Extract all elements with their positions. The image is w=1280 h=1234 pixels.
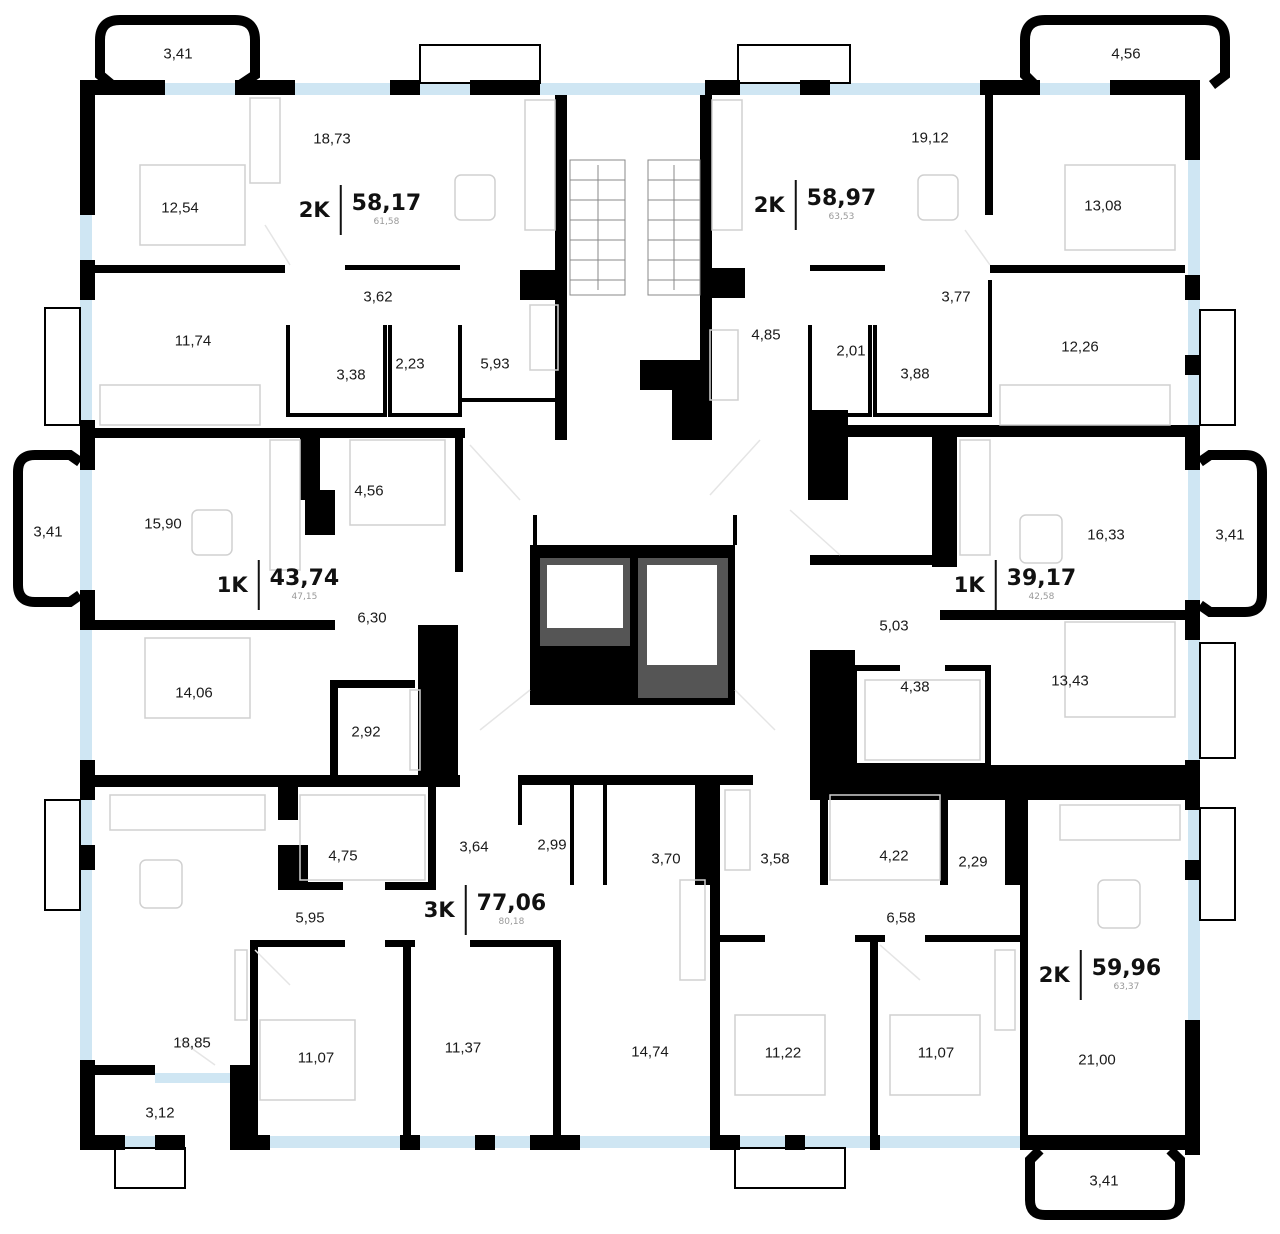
room-area: 3,58 [760, 850, 790, 868]
stairs [569, 159, 701, 296]
apartment-type: 2K [753, 193, 785, 217]
room-area: 3,64 [459, 838, 489, 856]
apartment-area: 43,74 [269, 566, 340, 591]
room-area: 2,99 [537, 836, 567, 854]
room-area: 11,07 [917, 1044, 955, 1062]
room-area: 12,54 [161, 199, 199, 217]
room-area: 14,06 [175, 684, 213, 702]
room-area: 4,56 [354, 482, 384, 500]
room-area: 19,12 [911, 129, 949, 147]
room-area: 5,95 [295, 909, 325, 927]
apartment-total: 63,53 [828, 212, 855, 222]
furniture [99, 97, 1181, 1101]
room-area: 3,88 [900, 365, 930, 383]
room-area: 4,56 [1111, 45, 1141, 63]
room-area: 3,38 [336, 366, 366, 384]
balconies [13, 15, 1267, 1220]
room-area: 3,12 [145, 1104, 175, 1122]
room-area: 3,41 [33, 523, 63, 541]
room-area: 2,01 [836, 342, 866, 360]
room-area: 2,92 [351, 723, 381, 741]
room-area: 3,41 [1215, 526, 1245, 544]
windows [80, 83, 1200, 1148]
room-area: 14,74 [631, 1043, 669, 1061]
divider [464, 885, 467, 935]
room-area: 4,75 [328, 847, 358, 865]
divider [257, 560, 260, 610]
room-area: 5,93 [480, 355, 510, 373]
apartment-type: 1K [953, 573, 985, 597]
room-area: 3,41 [163, 45, 193, 63]
room-area: 2,29 [958, 853, 988, 871]
elevator-core [530, 515, 737, 705]
door-arcs [179, 224, 991, 1066]
room-area: 12,26 [1061, 338, 1099, 356]
room-area: 21,00 [1078, 1051, 1116, 1069]
divider [1079, 950, 1082, 1000]
room-area: 3,70 [651, 850, 681, 868]
apartment-type: 3K [423, 898, 455, 922]
room-area: 15,90 [144, 515, 182, 533]
room-area: 5,03 [879, 617, 909, 635]
room-area: 4,85 [751, 326, 781, 344]
apartment-area: 58,97 [806, 186, 877, 211]
apartment-type: 2K [1038, 963, 1070, 987]
outer-walls [80, 80, 1200, 1155]
room-area: 3,62 [363, 288, 393, 306]
room-area: 4,22 [879, 847, 909, 865]
apartment-area: 58,17 [351, 191, 422, 216]
divider [339, 185, 342, 235]
apartment-type: 1K [216, 573, 248, 597]
apartment-total: 80,18 [498, 917, 525, 927]
apartment-area: 59,96 [1091, 956, 1162, 981]
loggias [44, 44, 1236, 1189]
room-area: 11,22 [764, 1044, 802, 1062]
room-area: 3,41 [1089, 1172, 1119, 1190]
divider [794, 180, 797, 230]
room-area: 6,30 [357, 609, 387, 627]
divider [994, 560, 997, 610]
room-area: 16,33 [1087, 526, 1125, 544]
room-area: 2,23 [395, 355, 425, 373]
inner-walls [95, 95, 1200, 1135]
room-area: 18,85 [173, 1034, 211, 1052]
room-area: 11,74 [174, 332, 212, 350]
apartment-area: 77,06 [476, 891, 547, 916]
apartment-area: 39,17 [1006, 566, 1077, 591]
room-area: 13,43 [1051, 672, 1089, 690]
apartment-total: 61,58 [373, 217, 400, 227]
room-area: 18,73 [313, 130, 351, 148]
partitions [286, 280, 992, 885]
room-area: 4,38 [900, 678, 930, 696]
room-area: 11,37 [444, 1039, 482, 1057]
apartment-total: 42,58 [1028, 592, 1055, 602]
room-area: 13,08 [1084, 197, 1122, 215]
room-area: 11,07 [297, 1049, 335, 1067]
apartment-type: 2K [298, 198, 330, 222]
apartment-total: 63,37 [1113, 982, 1140, 992]
room-area: 3,77 [941, 288, 971, 306]
room-area: 6,58 [886, 909, 916, 927]
apartment-total: 47,15 [291, 592, 318, 602]
